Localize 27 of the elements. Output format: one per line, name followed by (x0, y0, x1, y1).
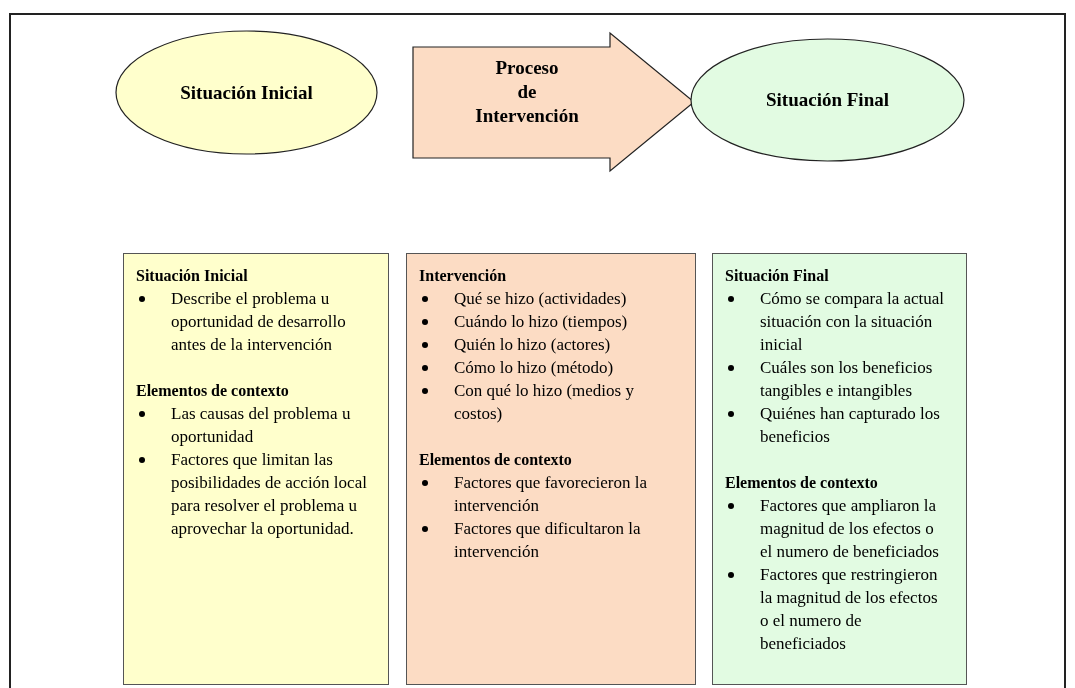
text-panel (123, 253, 389, 685)
bullet-item: Cómo lo hizo (método) (454, 356, 677, 379)
bullet-item: Cómo se compara la actual situación con la situación inicial (760, 287, 948, 356)
text-panel (712, 253, 967, 685)
bullet-item: Quiénes han capturado los beneficios (760, 402, 948, 448)
bullet-item: Las causas del problema u oportunidad (171, 402, 370, 448)
text-panel (406, 253, 696, 685)
bullet-item: Factores que limitan las posibilidades de acción local para resolver el problema u aprovechar la oportunidad. (171, 448, 370, 540)
shape-label: Proceso de Intervención (475, 56, 579, 128)
bullet-item: Con qué lo hizo (medios y costos) (454, 379, 677, 425)
bullet-item: Cuáles son los beneficios tangibles e intangibles (760, 356, 948, 402)
bullet-item: Factores que favorecieron la intervención (454, 471, 677, 517)
bullet-item: Cuándo lo hizo (tiempos) (454, 310, 677, 333)
bullet-item: Factores que dificultaron la intervención (454, 517, 677, 563)
section-heading: Elementos de contexto (136, 381, 290, 401)
bullet-item: Qué se hizo (actividades) (454, 287, 677, 310)
bullet-item: Describe el problema u oportunidad de desarrollo antes de la intervención (171, 287, 370, 356)
section-heading: Elementos de contexto (419, 450, 573, 470)
section-heading: Intervención (419, 266, 508, 286)
shape-label: Situación Inicial (180, 80, 313, 105)
bullet-item: Quién lo hizo (actores) (454, 333, 677, 356)
shape-label: Situación Final (766, 88, 889, 112)
bullet-item: Factores que ampliaron la magnitud de los efectos o el numero de beneficiados (760, 494, 948, 563)
section-heading: Elementos de contexto (725, 473, 879, 493)
bullet-item: Factores que restringieron la magnitud de los efectos o el numero de beneficiados (760, 563, 948, 655)
section-heading: Situación Final (725, 266, 830, 286)
section-heading: Situación Inicial (136, 266, 249, 286)
